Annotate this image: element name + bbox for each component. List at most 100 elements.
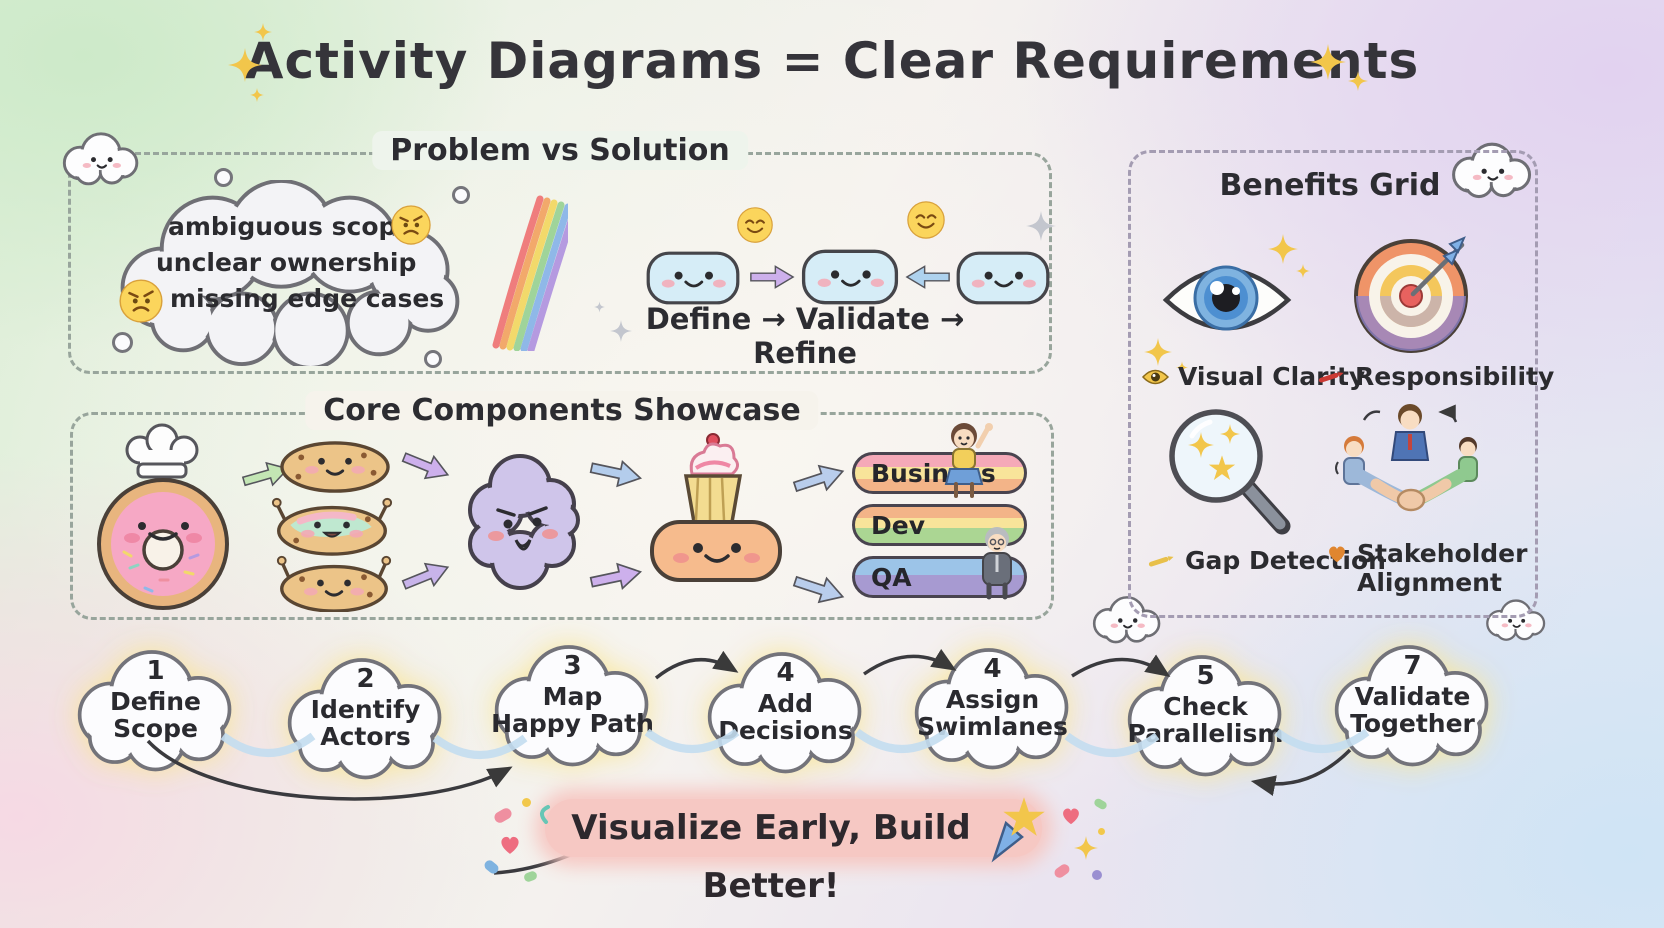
sparkle-icon: [1074, 836, 1098, 860]
eye-icon: [1162, 265, 1292, 331]
step-label: Map: [542, 682, 603, 711]
step-number: 5: [1196, 661, 1215, 691]
activity-cookie-icon: [276, 555, 392, 612]
decision-cloud-icon: [468, 454, 580, 590]
step-number: 7: [1403, 651, 1422, 681]
step-label: Together: [1350, 709, 1475, 738]
thought-bubble: [452, 186, 470, 204]
thought-cloud: [120, 180, 460, 366]
cloud-arc: [1274, 728, 1370, 753]
core-components-section: Core Components Showcase: [70, 391, 1054, 620]
process-cloud-step: 4 Add Decisions: [693, 642, 878, 777]
step-label: Scope: [113, 714, 198, 743]
confetti-heart: [498, 834, 522, 856]
problem-item: missing edge cases: [170, 284, 445, 313]
sparkle-icon: [228, 48, 262, 82]
sparkle-icon: [1268, 234, 1298, 264]
start-node-donut-icon: [97, 423, 229, 610]
sparkle-icon: [1026, 211, 1056, 241]
happy-emoji-icon: [736, 206, 774, 244]
process-node: [646, 251, 740, 305]
step-number: 1: [146, 656, 165, 686]
process-cloud-step: 2 Identify Actors: [273, 648, 458, 783]
step-label: Check: [1163, 692, 1248, 721]
step-label: Decisions: [718, 716, 853, 745]
benefit-visual-clarity: Visual Clarity: [1142, 362, 1365, 391]
eye-mini-icon: [1142, 369, 1169, 384]
step-number: 4: [983, 654, 1002, 684]
sparkle-icon: [594, 301, 605, 313]
problem-vs-solution-section: Problem vs Solution: [68, 131, 1052, 374]
qa-engineer-character: [982, 527, 1012, 600]
confetti: [1098, 828, 1105, 835]
sparkle-icon: [1348, 71, 1368, 91]
step-label: Validate: [1354, 682, 1471, 711]
swimlane-label: QA: [871, 562, 912, 592]
thought-bubble: [112, 332, 133, 353]
red-crayon-icon: [1316, 368, 1346, 386]
cupcake-icon: [683, 433, 743, 524]
confetti: [1052, 862, 1072, 880]
chef-hat: [125, 423, 199, 479]
cloud-arc: [644, 728, 740, 753]
cute-cloud-icon: [62, 132, 139, 186]
shooting-star-icon: [991, 797, 1045, 863]
footer-text: Visualize Early, Build Better!: [571, 808, 971, 906]
step-number: 3: [563, 651, 582, 681]
step-label: Happy Path: [491, 709, 654, 738]
step-label: Assign: [945, 685, 1040, 714]
process-cloud-step: 3 Map Happy Path: [480, 635, 665, 770]
flow-arrow-icon: [146, 739, 513, 801]
sparkle-icon: [1310, 44, 1346, 80]
flow-arrow-icon: [863, 648, 957, 676]
confetti-heart: [1060, 806, 1082, 826]
step-number: 4: [776, 658, 795, 688]
benefit-gap-detection: Gap Detection: [1146, 546, 1386, 575]
activity-cookie-icon: [280, 441, 390, 493]
confetti: [522, 798, 531, 807]
step-label: Add: [757, 689, 814, 718]
problem-item: unclear ownership: [156, 248, 417, 277]
flow-arrow-icon: [1250, 748, 1352, 796]
happy-emoji-icon: [906, 200, 946, 240]
cloud-arc: [854, 728, 950, 753]
benefits-grid-section: [1128, 150, 1538, 618]
business-analyst-character: [944, 423, 993, 498]
footer-banner: [545, 799, 1042, 857]
step-label: Identify: [310, 695, 421, 724]
process-cloud-step: 1 Define Scope: [63, 640, 248, 775]
cloud-arc: [220, 732, 316, 757]
step-label: Actors: [320, 722, 411, 751]
benefits-heading: Benefits Grid: [1219, 168, 1441, 203]
process-cloud-step: 7 Validate Together: [1320, 635, 1505, 770]
process-node: [956, 251, 1050, 305]
sparkle-icon: [610, 320, 632, 342]
confetti: [540, 805, 550, 824]
rainbow-icon: [492, 195, 568, 351]
problem-item: ambiguous scope: [168, 212, 414, 241]
problem-section-heading: Problem vs Solution: [372, 131, 748, 170]
process-node: [801, 249, 899, 305]
flow-arrow-icon: [1071, 654, 1171, 678]
cloud-arc: [1064, 732, 1160, 757]
sparkle-icon: [254, 23, 272, 41]
step-number: 2: [356, 664, 375, 694]
core-section-heading: Core Components Showcase: [305, 391, 819, 430]
benefit-stakeholder-alignment: Stakeholder Alignment: [1326, 539, 1527, 598]
process-cloud-step: 5 Check Parallelism: [1113, 645, 1298, 780]
thought-bubble: [424, 350, 442, 368]
dart-icon: [1410, 236, 1466, 297]
target-icon: [1354, 236, 1468, 353]
activity-bar-icon: [650, 520, 782, 582]
cloud-arc: [432, 734, 528, 759]
confetti: [1092, 797, 1109, 811]
yellow-crayon-icon: [1146, 552, 1176, 570]
thought-bubble: [214, 168, 233, 187]
benefit-responsibility: Responsibility: [1316, 362, 1554, 391]
orange-heart-icon: [1326, 544, 1348, 564]
worried-emoji-icon: [390, 204, 432, 246]
confetti: [1092, 870, 1102, 880]
arrow-right-icon: [750, 265, 794, 289]
swimlane-label: Dev: [871, 510, 926, 540]
